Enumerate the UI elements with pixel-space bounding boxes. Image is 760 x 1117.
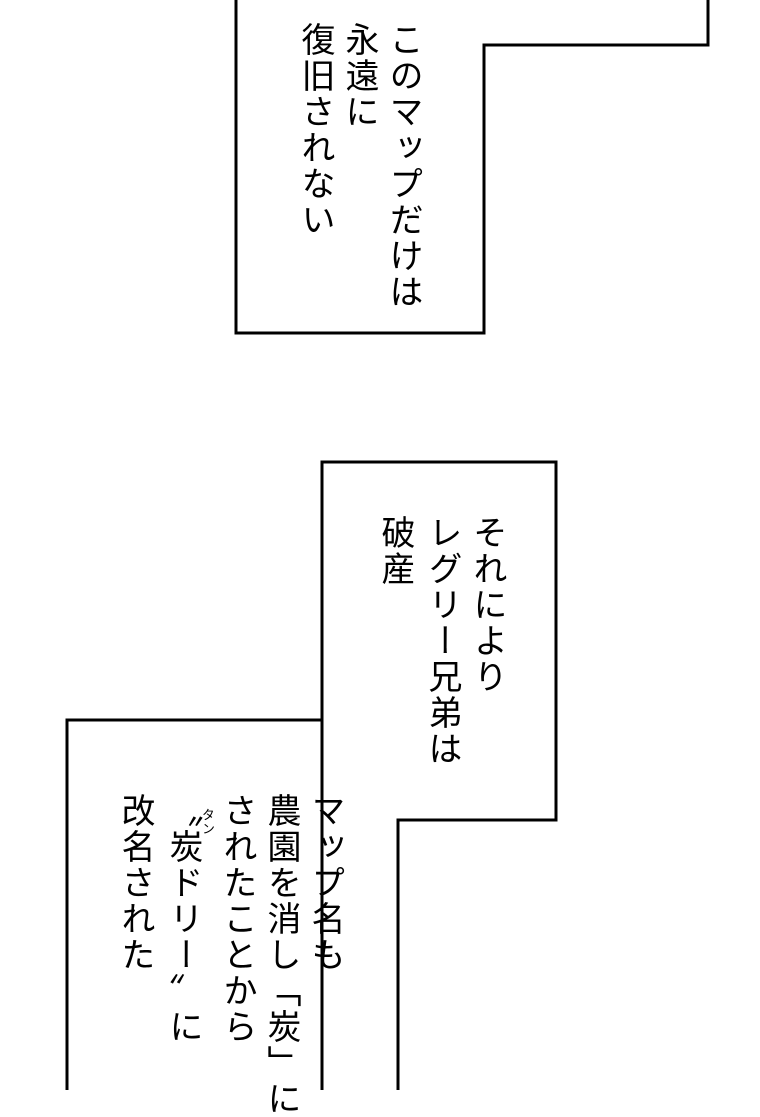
caption-box-middle xyxy=(320,460,558,1090)
caption-middle-line-2: レグリー兄弟は xyxy=(422,515,462,767)
caption-bottom-ruby: タン xyxy=(199,808,214,836)
caption-bottom-line-4: 〝炭ドリー〟に xyxy=(163,793,203,1045)
caption-bottom-line-3: されたことから xyxy=(217,793,257,1045)
caption-bottom-line-5: 改名された xyxy=(115,793,155,973)
caption-box-outlines xyxy=(65,0,710,1090)
caption-top-line-2: 永遠に xyxy=(339,22,379,130)
caption-top-line-1: このマップだけは xyxy=(383,22,423,310)
caption-bottom-line-1: マップ名も xyxy=(305,793,345,973)
caption-middle-line-3: 破産 xyxy=(375,515,415,587)
caption-bottom-line-2: 農園を消し「炭」に xyxy=(261,793,301,1117)
caption-top-line-3: 復旧されない xyxy=(295,22,335,238)
caption-box-top xyxy=(234,0,710,335)
caption-middle-line-1: それにより xyxy=(467,515,507,695)
caption-box-bottom xyxy=(65,718,322,1090)
